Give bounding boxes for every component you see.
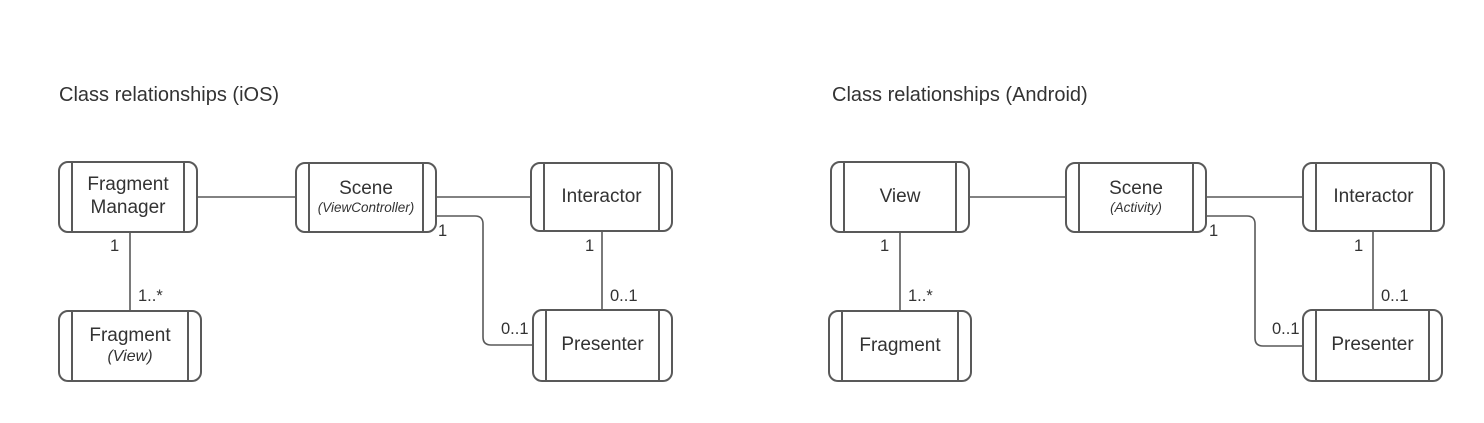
- diagram-title-ios: Class relationships (iOS): [59, 84, 280, 106]
- node-sublabel: (View): [107, 348, 153, 366]
- multiplicity-label: 0..1: [501, 320, 529, 338]
- node-fragment-android: Fragment: [828, 310, 972, 382]
- node-fragment-manager-ios: Fragment Manager: [58, 161, 198, 233]
- node-scene-android: Scene (Activity): [1065, 162, 1207, 233]
- edge-scene-presenter-ios: [437, 215, 532, 346]
- node-fragment-ios: Fragment (View): [58, 310, 202, 382]
- node-label: Fragment: [89, 324, 171, 346]
- diagram-title-android: Class relationships (Android): [832, 84, 1088, 106]
- node-interactor-android: Interactor: [1302, 162, 1445, 232]
- multiplicity-label: 1: [1209, 222, 1219, 240]
- multiplicity-label: 1..*: [138, 287, 163, 305]
- edge-scene-presenter-android: [1207, 215, 1302, 347]
- node-label: Presenter: [1331, 334, 1414, 356]
- node-label: Scene: [1109, 177, 1163, 199]
- node-view-android: View: [830, 161, 970, 233]
- multiplicity-label: 1: [110, 237, 120, 255]
- multiplicity-label: 0..1: [1381, 287, 1409, 305]
- multiplicity-label: 1: [1354, 237, 1364, 255]
- multiplicity-label: 1..*: [908, 287, 933, 305]
- multiplicity-label: 0..1: [1272, 320, 1300, 338]
- node-label: Interactor: [561, 185, 642, 207]
- multiplicity-label: 1: [585, 237, 595, 255]
- node-presenter-ios: Presenter: [532, 309, 673, 382]
- node-interactor-ios: Interactor: [530, 162, 673, 232]
- node-presenter-android: Presenter: [1302, 309, 1443, 382]
- node-label: Fragment: [859, 334, 941, 356]
- node-label: Presenter: [561, 334, 644, 356]
- node-label: View: [879, 185, 921, 207]
- node-label: Scene: [339, 177, 393, 199]
- node-sublabel: (ViewController): [317, 200, 415, 216]
- node-label: Interactor: [1333, 185, 1414, 207]
- multiplicity-label: 1: [438, 222, 448, 240]
- node-label: Fragment Manager: [87, 174, 169, 218]
- multiplicity-label: 0..1: [610, 287, 638, 305]
- multiplicity-label: 1: [880, 237, 890, 255]
- node-scene-ios: Scene (ViewController): [295, 162, 437, 233]
- node-sublabel: (Activity): [1110, 200, 1162, 216]
